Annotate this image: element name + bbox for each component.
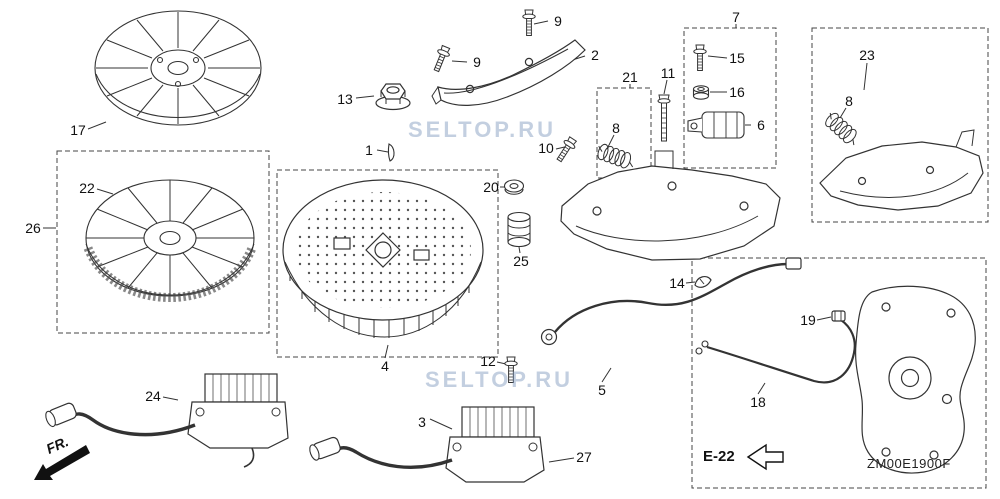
part-label-2-1: 2 [591,47,599,63]
bolt-9-left-drawing [430,44,453,74]
spring-8-center-drawing [594,141,638,172]
clip-14-drawing [694,275,712,288]
dashed-group-boxes [56,27,989,489]
group-box-23 [811,27,989,223]
fr-arrow [34,445,90,480]
clip-19-drawing [831,310,846,322]
part-label-7-4: 7 [732,9,740,25]
part-label-4-20: 4 [381,358,389,374]
e22-arrow [746,443,784,471]
part-label-20-13: 20 [483,179,499,195]
cover-2-drawing [431,39,586,106]
part-6-drawing [687,111,745,139]
flange-nut-13-drawing [375,83,411,111]
part-label-5-23: 5 [598,382,606,398]
flywheel-fan-17-drawing [94,10,262,126]
watermark: SELTOP.RU [408,117,557,142]
group-box-flywheel [276,169,499,358]
group-box-e22 [691,257,987,489]
part-label-13-3: 13 [337,91,353,107]
part-label-27-28: 27 [576,449,592,465]
bracket-center-drawing [560,150,781,261]
ref-label-e22: E-22 [703,448,735,465]
part-label-14-24: 14 [669,275,685,291]
diagram-code: ZM00E1900F [867,456,951,471]
group-box-7 [683,27,777,169]
gasket-plate-drawing [855,285,976,474]
part-label-21-8: 21 [622,69,638,85]
spring-8-right-drawing [821,109,863,149]
watermark: SELTOP.RU [425,367,574,392]
part-label-23-18: 23 [859,47,875,63]
part-label-22-15: 22 [79,180,95,196]
ignition-coil-24-drawing [45,373,289,468]
part-label-6-7: 6 [757,117,765,133]
bolt-9-top-drawing [522,9,536,36]
part-label-9-0: 9 [554,13,562,29]
part-label-24-27: 24 [145,388,161,404]
flywheel-22-drawing [83,179,257,302]
group-box-22 [56,150,270,334]
flywheel-3-4-drawing [282,179,484,338]
bolt-15-drawing [693,44,707,71]
group-box-21 [596,87,652,179]
mount-25-drawing [507,211,531,248]
ignition-coil-27-drawing [309,406,545,483]
part-label-19-25: 19 [800,312,816,328]
bolt-11-drawing [657,94,671,142]
part-label-12-22: 12 [480,353,496,369]
part-label-8-10: 8 [612,120,620,136]
wire-5-drawing [540,257,802,346]
grommet-20-drawing [503,179,525,195]
part-label-25-17: 25 [513,253,529,269]
part-label-26-16: 26 [25,220,41,236]
part-label-3-21: 3 [418,414,426,430]
part-label-16-6: 16 [729,84,745,100]
bracket-23-drawing [819,129,984,211]
wire-18-drawing [695,319,856,384]
part-label-9-2: 9 [473,54,481,70]
nut-16-drawing [692,85,710,100]
part-label-8-19: 8 [845,93,853,109]
part-label-10-11: 10 [538,140,554,156]
bolt-10-drawing [553,135,579,165]
part-label-1-12: 1 [365,142,373,158]
part-label-15-5: 15 [729,50,745,66]
part-label-17-14: 17 [70,122,86,138]
part-label-11-9: 11 [660,65,676,81]
key-1-drawing [387,143,395,162]
part-label-18-26: 18 [750,394,766,410]
